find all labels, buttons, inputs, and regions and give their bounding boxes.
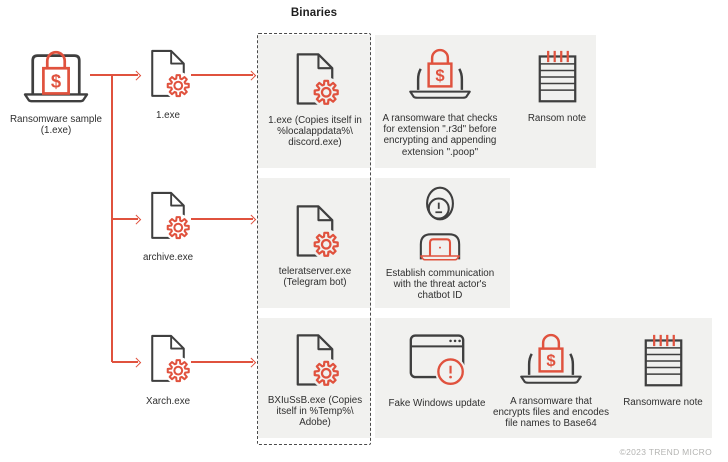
description-label: Ransom note bbox=[527, 113, 587, 124]
description-label: A ransomware that encrypts files and enc… bbox=[493, 396, 609, 430]
ransomware-laptop-icon bbox=[405, 46, 475, 104]
arrowhead-icon bbox=[246, 357, 256, 367]
description-node-ransom-note: Ransom note bbox=[507, 49, 607, 124]
binary-file-gear-icon bbox=[290, 50, 340, 107]
binary-file-gear-icon bbox=[290, 202, 340, 259]
fake-windows-update-icon bbox=[408, 331, 466, 387]
flow-arrow-archiveexe-to-binaries bbox=[191, 214, 256, 224]
ransomware-laptop-icon bbox=[516, 331, 586, 389]
binary-file-gear-icon bbox=[290, 331, 340, 388]
binary-file-gear-icon bbox=[145, 189, 191, 241]
binary-node-row2: teleratserver.exe (Telegram bot) bbox=[259, 202, 371, 288]
dropped-file-node-1exe: 1.exe bbox=[118, 47, 218, 121]
description-node-ransomware-note: Ransomware note bbox=[613, 333, 713, 408]
description-node-base64-ransomware: A ransomware that encrypts files and enc… bbox=[491, 331, 611, 430]
flow-arrow-1exe-to-binaries bbox=[191, 70, 256, 80]
binary-file-gear-icon bbox=[145, 332, 191, 384]
description-node-fake-update: Fake Windows update bbox=[377, 331, 497, 409]
threat-actor-chatbot-icon bbox=[410, 186, 470, 261]
flow-arrow-xarchexe-to-binaries bbox=[191, 357, 256, 367]
ransom-note-icon bbox=[535, 49, 580, 105]
dropped-file-label: 1.exe bbox=[156, 110, 180, 121]
dropped-file-label: archive.exe bbox=[142, 252, 194, 263]
binary-node-row3: BXIuSsB.exe (Copies itself in %Temp%\ Ad… bbox=[259, 331, 371, 429]
flow-arrow-source-to-1exe bbox=[90, 70, 141, 80]
description-label: Establish communication with the threat … bbox=[385, 268, 495, 302]
source-label: Ransomware sample (1.exe) bbox=[9, 114, 103, 137]
ransom-note-icon bbox=[641, 333, 686, 389]
binary-label: 1.exe (Copies itself in %localappdata%\ … bbox=[268, 115, 362, 149]
binaries-dashed-box bbox=[257, 33, 371, 445]
binary-label: teleratserver.exe (Telegram bot) bbox=[278, 266, 352, 289]
dropped-file-node-xarchexe: Xarch.exe bbox=[118, 332, 218, 407]
description-label: Fake Windows update bbox=[388, 398, 486, 409]
binary-label: BXIuSsB.exe (Copies itself in %Temp%\ Ad… bbox=[267, 395, 363, 429]
binary-file-gear-icon bbox=[145, 47, 191, 99]
dropped-file-node-archiveexe: archive.exe bbox=[118, 189, 218, 263]
flow-arrow-to-xarchexe bbox=[112, 357, 141, 367]
dropped-file-label: Xarch.exe bbox=[145, 396, 191, 407]
copyright-notice: ©2023 TREND MICRO bbox=[619, 447, 712, 457]
binary-node-row1: 1.exe (Copies itself in %localappdata%\ … bbox=[259, 50, 371, 149]
ransomware-laptop-icon bbox=[17, 44, 95, 108]
flow-branch-line bbox=[111, 74, 113, 362]
description-node-r3d-ransomware: A ransomware that checks for extension "… bbox=[376, 46, 504, 158]
flow-arrow-to-archiveexe bbox=[112, 214, 141, 224]
description-label: A ransomware that checks for extension "… bbox=[382, 113, 498, 158]
arrowhead-icon bbox=[246, 214, 256, 224]
description-label: Ransomware note bbox=[623, 397, 703, 408]
arrowhead-icon bbox=[246, 70, 256, 80]
diagram-title: Binaries bbox=[290, 7, 338, 19]
source-node: Ransomware sample (1.exe) bbox=[6, 44, 106, 136]
description-node-chatbot: Establish communication with the threat … bbox=[380, 186, 500, 302]
